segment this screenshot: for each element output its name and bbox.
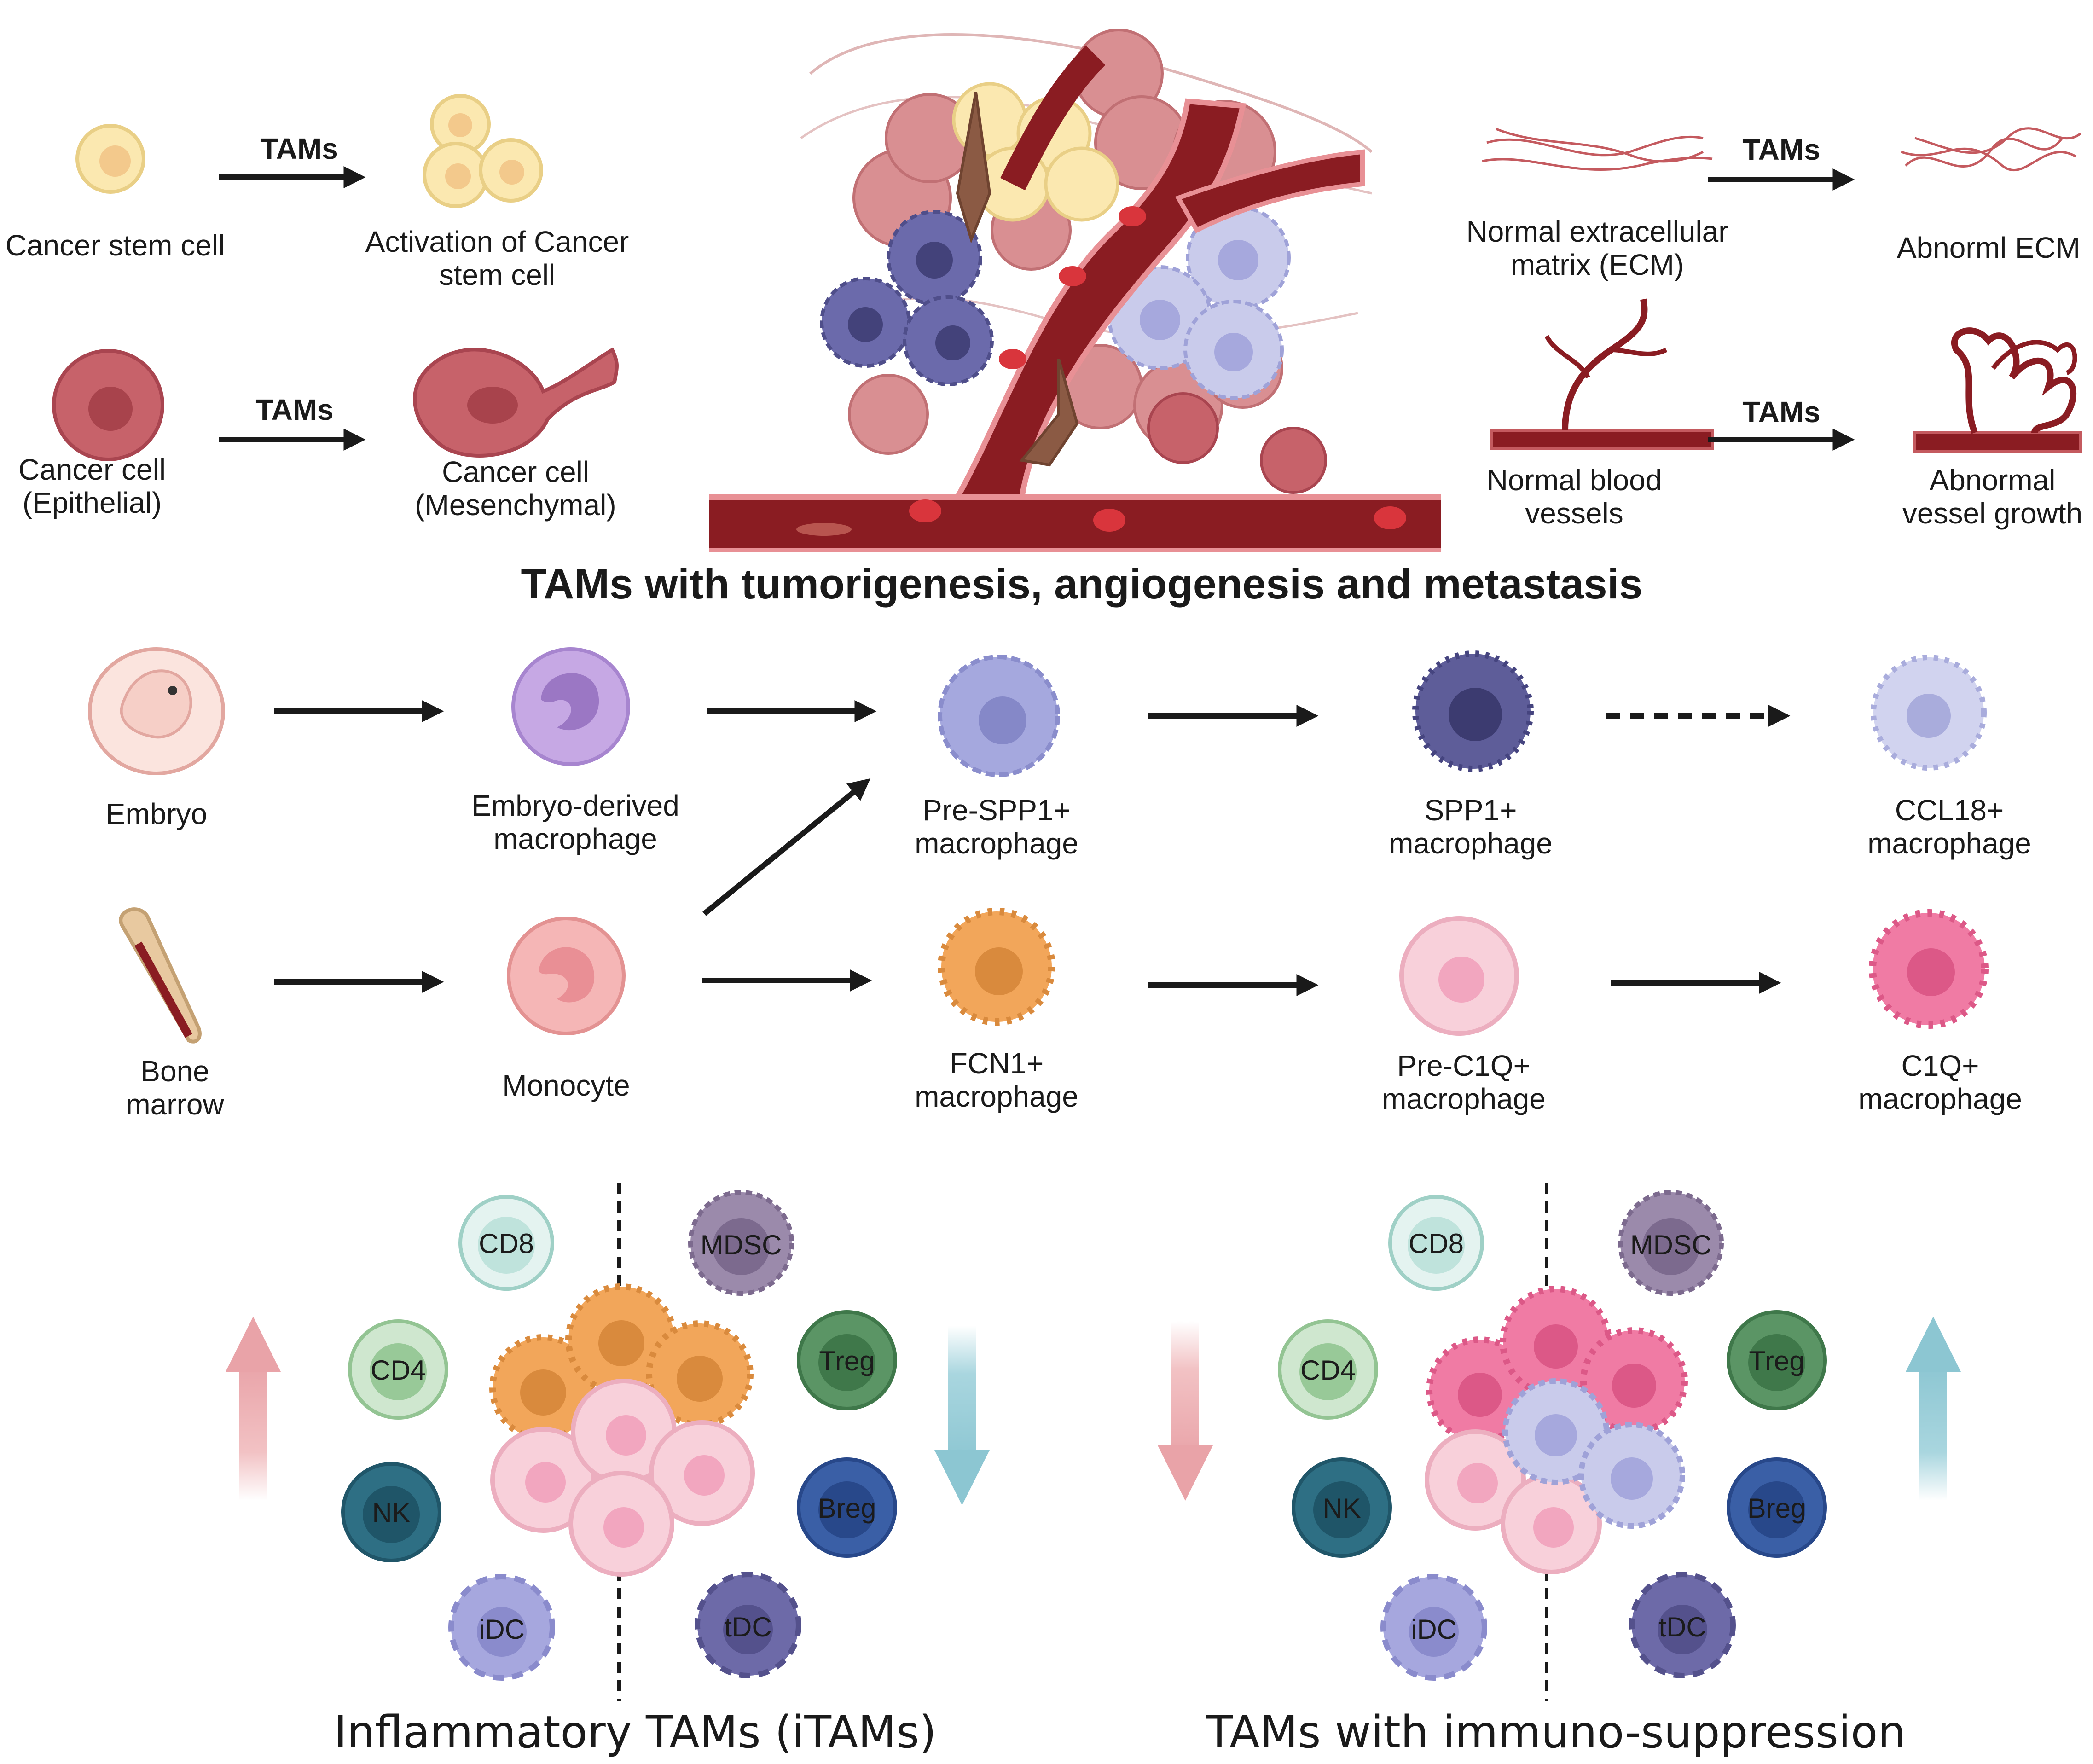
c1q-macrophage-icon [1869, 909, 1989, 1029]
svg-text:CD8: CD8 [479, 1228, 534, 1259]
label-spp1: SPP1+ macrophage [1389, 794, 1553, 860]
activated-stem-cells-icon [423, 94, 543, 208]
tams-label-emt: TAMs [255, 393, 334, 426]
tumor-microenvironment-illustration [709, 29, 1441, 552]
svg-text:NK: NK [372, 1497, 410, 1528]
svg-text:tDC: tDC [724, 1612, 771, 1642]
label-abnormal-ecm: Abnorml ECM [1896, 231, 2081, 264]
label-cancer-cell-epithelial: Cancer cell (Epithelial) [18, 453, 166, 519]
idc-cell-right: iDC [1380, 1574, 1487, 1681]
bottom-left-title: Inflammatory TAMs (iTAMs) [334, 1706, 937, 1758]
svg-text:CD4: CD4 [371, 1355, 426, 1386]
breg-cell-right: Breg [1727, 1457, 1827, 1558]
up-arrow-right [1906, 1317, 1961, 1501]
pre-c1q-macrophage-icon [1399, 916, 1519, 1036]
cd8-cell-right: CD8 [1388, 1195, 1484, 1291]
down-arrow-left [934, 1326, 990, 1505]
label-pre-spp1: Pre-SPP1+ macrophage [915, 794, 1078, 860]
label-cancer-stem-cell: Cancer stem cell [5, 229, 225, 262]
cancer-cell-epithelial-icon [52, 349, 164, 461]
svg-text:CD4: CD4 [1300, 1355, 1356, 1386]
label-embryo: Embryo [105, 797, 208, 830]
fcn1-macrophage-icon [938, 908, 1055, 1026]
svg-text:Breg: Breg [818, 1493, 876, 1524]
svg-text:MDSC: MDSC [701, 1230, 782, 1260]
svg-text:Treg: Treg [1749, 1346, 1804, 1376]
normal-ecm-icon [1482, 128, 1713, 171]
tdc-cell-left: tDC [695, 1572, 801, 1678]
abnormal-vessel-icon [1913, 327, 2082, 453]
svg-text:CD8: CD8 [1409, 1228, 1464, 1259]
idc-cell-left: iDC [448, 1574, 555, 1681]
tams-label-vessel: TAMs [1742, 395, 1821, 429]
spp1-macrophage-icon [1412, 650, 1534, 772]
down-arrow-right [1158, 1321, 1213, 1501]
label-activation-cancer-stem-cell: Activation of Cancer stem cell [365, 225, 629, 291]
arrow-mono-prespp1 [702, 778, 871, 916]
svg-text:iDC: iDC [1411, 1614, 1457, 1645]
cancer-stem-cell-icon [75, 124, 145, 194]
top-section-title: TAMs with tumorigenesis, angiogenesis an… [521, 561, 1643, 608]
itam-cluster [489, 1283, 755, 1577]
treg-cell-right: Treg [1727, 1310, 1827, 1410]
embryo-derived-macrophage-icon [511, 647, 630, 766]
svg-text:Breg: Breg [1748, 1493, 1806, 1524]
normal-blood-vessel-icon [1490, 298, 1714, 450]
bone-marrow-icon [119, 907, 202, 1044]
label-embryo-derived-macrophage: Embryo-derived macrophage [471, 789, 679, 855]
mdsc-cell-left: MDSC [688, 1190, 794, 1296]
label-fcn1: FCN1+ macrophage [915, 1047, 1078, 1113]
cd4-cell-left: CD4 [348, 1319, 448, 1420]
label-c1q: C1Q+ macrophage [1858, 1049, 2022, 1115]
cancer-cell-mesenchymal-icon [413, 347, 619, 458]
svg-text:tDC: tDC [1658, 1612, 1706, 1642]
monocyte-icon [507, 917, 626, 1035]
label-monocyte: Monocyte [502, 1069, 630, 1102]
nk-cell-right: NK [1292, 1457, 1392, 1558]
svg-text:iDC: iDC [479, 1614, 525, 1645]
pre-spp1-macrophage-icon [938, 655, 1060, 777]
svg-text:NK: NK [1322, 1493, 1361, 1524]
svg-text:MDSC: MDSC [1630, 1230, 1712, 1260]
label-normal-vessels: Normal blood vessels [1486, 464, 1662, 530]
label-abnormal-vessels: Abnormal vessel growth [1902, 464, 2083, 530]
up-arrow-left [226, 1317, 281, 1501]
tdc-cell-right: tDC [1629, 1572, 1736, 1678]
suppressive-tam-cluster [1425, 1286, 1688, 1574]
tams-label-stem: TAMs [260, 132, 338, 165]
svg-text:Treg: Treg [819, 1346, 875, 1376]
label-cancer-cell-mesenchymal: Cancer cell (Mesenchymal) [415, 455, 616, 522]
treg-cell-left: Treg [797, 1310, 897, 1410]
nk-cell-left: NK [341, 1462, 441, 1562]
label-pre-c1q: Pre-C1Q+ macrophage [1382, 1049, 1546, 1115]
abnormal-ecm-icon [1901, 127, 2081, 172]
cd8-cell-left: CD8 [458, 1195, 554, 1291]
embryo-icon [88, 647, 225, 775]
tams-label-ecm: TAMs [1742, 133, 1821, 166]
ccl18-macrophage-icon [1871, 655, 1987, 771]
cd4-cell-right: CD4 [1278, 1319, 1378, 1420]
bottom-right-title: TAMs with immuno-suppression [1206, 1706, 1906, 1758]
label-ccl18: CCL18+ macrophage [1867, 794, 2031, 860]
mdsc-cell-right: MDSC [1618, 1190, 1724, 1296]
breg-cell-left: Breg [797, 1457, 897, 1558]
label-bone-marrow: Bone marrow [126, 1055, 224, 1121]
label-normal-ecm: Normal extracellular matrix (ECM) [1466, 215, 1728, 281]
